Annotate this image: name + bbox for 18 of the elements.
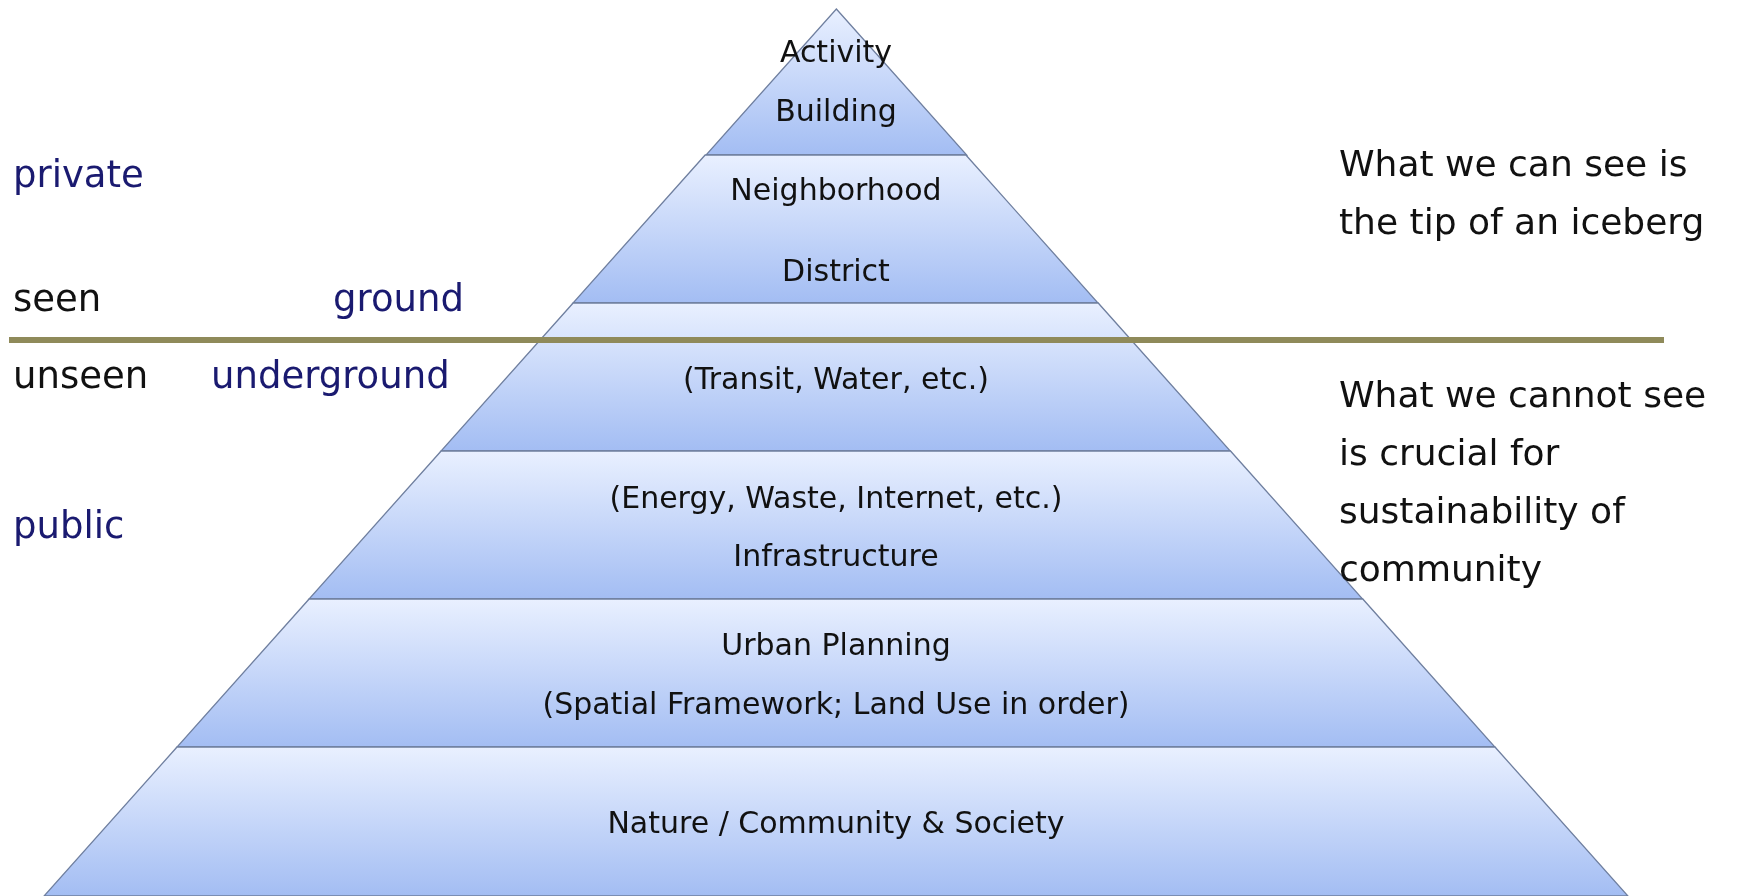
side-label: public <box>13 506 125 546</box>
band-label: (Transit, Water, etc.) <box>683 361 989 397</box>
side-label: underground <box>211 356 450 396</box>
band-label: (Spatial Framework; Land Use in order) <box>542 686 1130 722</box>
side-label: private <box>13 155 144 195</box>
band-label: District <box>782 253 890 289</box>
band-label: Urban Planning <box>721 627 951 663</box>
band-label: Infrastructure <box>733 538 939 574</box>
band-label: (Energy, Waste, Internet, etc.) <box>609 480 1063 516</box>
note-text: What we can see is the tip of an iceberg <box>1339 142 1706 244</box>
note-text: What we cannot see is crucial for sustainability of community <box>1339 373 1708 591</box>
band-label: Activity <box>779 34 893 70</box>
side-label: unseen <box>13 356 149 396</box>
band-label: Nature / Community & Society <box>607 805 1065 841</box>
band-label: Neighborhood <box>730 172 942 208</box>
side-label: seen <box>13 279 102 319</box>
side-label: ground <box>333 279 464 319</box>
band-label: Building <box>775 93 897 129</box>
